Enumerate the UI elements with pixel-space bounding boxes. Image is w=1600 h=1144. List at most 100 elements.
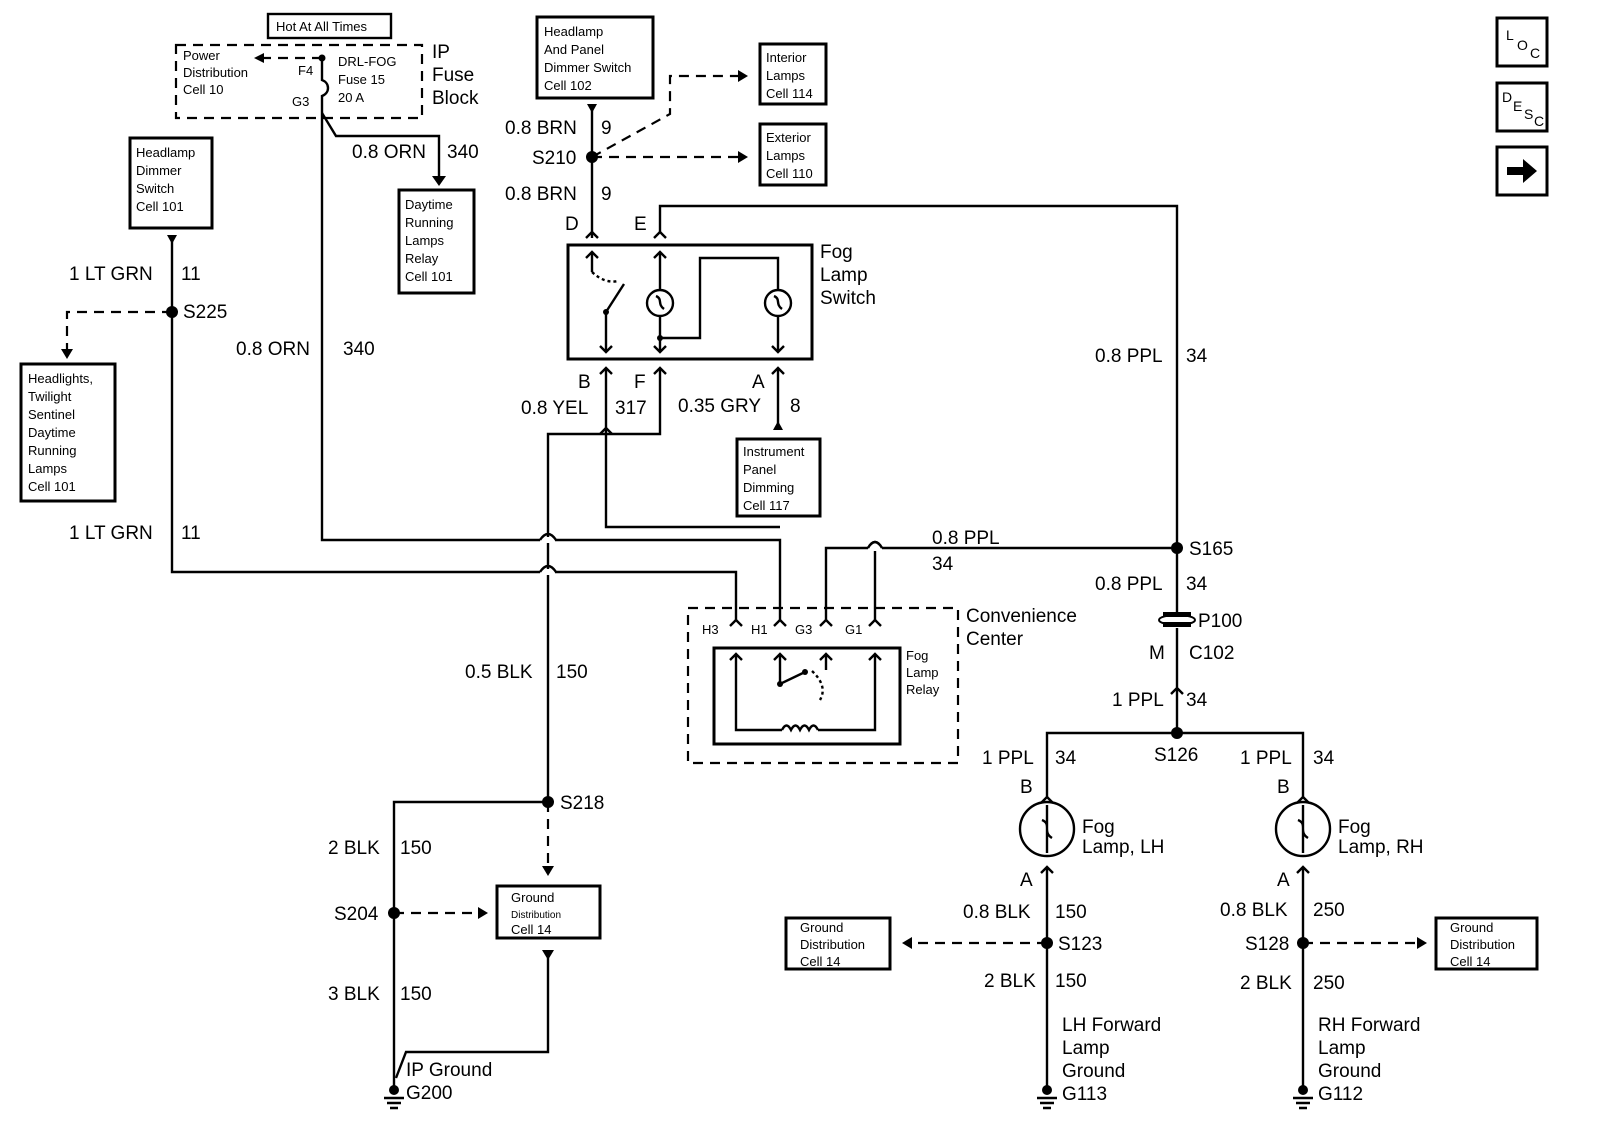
svg-text:34: 34 bbox=[1186, 346, 1208, 367]
svg-text:E: E bbox=[1513, 98, 1522, 114]
svg-text:Distribution: Distribution bbox=[800, 937, 865, 952]
ground-symbol-g112 bbox=[1293, 1085, 1313, 1110]
svg-text:And Panel: And Panel bbox=[544, 42, 604, 57]
svg-text:Distribution: Distribution bbox=[511, 910, 561, 921]
svg-text:Lamp: Lamp bbox=[906, 665, 939, 680]
svg-text:8: 8 bbox=[790, 396, 801, 417]
fog-switch-pin-f: F bbox=[634, 372, 646, 393]
fog-switch-pin-a: A bbox=[752, 372, 765, 393]
ip-fuse-block-label: IP Fuse Block bbox=[432, 42, 479, 109]
svg-text:150: 150 bbox=[556, 662, 588, 683]
svg-text:Fog: Fog bbox=[906, 648, 928, 663]
svg-text:11: 11 bbox=[181, 264, 201, 285]
drl-fog-fuse-label: DRL-FOG Fuse 15 20 A bbox=[338, 54, 397, 105]
svg-text:Dimmer Switch: Dimmer Switch bbox=[544, 60, 631, 75]
svg-text:Ground: Ground bbox=[1062, 1061, 1125, 1082]
fog-lamp-lh-bulb bbox=[1018, 800, 1076, 858]
svg-text:Daytime: Daytime bbox=[405, 197, 453, 212]
svg-text:Fuse 15: Fuse 15 bbox=[338, 72, 385, 87]
svg-text:Cell 14: Cell 14 bbox=[1450, 954, 1490, 969]
svg-text:20 A: 20 A bbox=[338, 90, 364, 105]
svg-text:Switch: Switch bbox=[820, 288, 876, 309]
rh-forward-lamp-ground-label: RH Forward Lamp Ground G112 bbox=[1318, 1015, 1420, 1105]
svg-text:Distribution: Distribution bbox=[1450, 937, 1515, 952]
svg-text:0.8 PPL: 0.8 PPL bbox=[1095, 346, 1163, 367]
svg-text:0.8 PPL: 0.8 PPL bbox=[1095, 574, 1163, 595]
svg-text:Cell 117: Cell 117 bbox=[743, 498, 790, 513]
svg-text:2 BLK: 2 BLK bbox=[984, 971, 1036, 992]
svg-text:IP Ground: IP Ground bbox=[406, 1060, 492, 1081]
svg-text:Switch: Switch bbox=[136, 181, 174, 196]
svg-text:0.8 ORN: 0.8 ORN bbox=[352, 142, 426, 163]
svg-text:O: O bbox=[1517, 37, 1528, 53]
svg-text:Ground: Ground bbox=[800, 920, 843, 935]
ip-ground-label: IP Ground G200 bbox=[406, 1060, 492, 1104]
svg-text:340: 340 bbox=[447, 142, 479, 163]
ground-distribution-center-ref: Ground Distribution Cell 14 bbox=[495, 884, 602, 940]
fog-lamp-lh-label: Fog Lamp, LH bbox=[1082, 817, 1164, 858]
next-page-button[interactable] bbox=[1495, 145, 1549, 197]
svg-text:1 LT GRN: 1 LT GRN bbox=[69, 264, 153, 285]
splice-s210: S210 bbox=[532, 148, 576, 169]
splice-s204: S204 bbox=[334, 904, 379, 925]
fog-lamp-rh-bulb bbox=[1274, 800, 1332, 858]
svg-text:Running: Running bbox=[28, 443, 76, 458]
svg-text:Instrument: Instrument bbox=[743, 444, 805, 459]
rh-lamp-pin-b: B bbox=[1277, 777, 1290, 798]
svg-text:RH Forward: RH Forward bbox=[1318, 1015, 1420, 1036]
fog-lamp-switch-label: Fog Lamp Switch bbox=[820, 242, 876, 309]
convenience-center-label: Convenience Center bbox=[966, 606, 1077, 650]
svg-text:Ground: Ground bbox=[1450, 920, 1493, 935]
svg-text:Distribution: Distribution bbox=[183, 65, 248, 80]
svg-text:G113: G113 bbox=[1062, 1084, 1107, 1105]
headlamp-panel-dimmer-switch-ref: Headlamp And Panel Dimmer Switch Cell 10… bbox=[535, 15, 655, 100]
splice-s165: S165 bbox=[1189, 539, 1233, 560]
svg-text:Cell 101: Cell 101 bbox=[405, 269, 453, 284]
svg-text:2 BLK: 2 BLK bbox=[1240, 973, 1292, 994]
ground-distribution-left-ref: Ground Distribution Cell 14 bbox=[784, 916, 892, 971]
svg-text:0.5 BLK: 0.5 BLK bbox=[465, 662, 533, 683]
svg-text:Lamps: Lamps bbox=[766, 68, 806, 83]
svg-text:34: 34 bbox=[1055, 748, 1077, 769]
power-distribution-ref: Power Distribution Cell 10 bbox=[183, 48, 248, 97]
svg-text:S: S bbox=[1524, 106, 1533, 122]
svg-text:Lamps: Lamps bbox=[28, 461, 68, 476]
loc-button[interactable]: L O C bbox=[1495, 16, 1549, 68]
splice-s126: S126 bbox=[1154, 745, 1198, 766]
fog-switch-pin-b: B bbox=[578, 372, 591, 393]
svg-text:250: 250 bbox=[1313, 900, 1345, 921]
exterior-lamps-ref: Exterior Lamps Cell 110 bbox=[758, 122, 828, 187]
rh-lamp-pin-a: A bbox=[1277, 870, 1290, 891]
fuse-pin-f4: F4 bbox=[298, 63, 313, 78]
svg-text:Fog: Fog bbox=[1338, 817, 1371, 838]
svg-text:G112: G112 bbox=[1318, 1084, 1363, 1105]
fuse-pin-g3: G3 bbox=[292, 94, 309, 109]
svg-text:Lamps: Lamps bbox=[766, 148, 806, 163]
relay-pin-g3: G3 bbox=[795, 622, 812, 637]
svg-text:Ground: Ground bbox=[511, 890, 554, 905]
svg-text:Lamp: Lamp bbox=[1318, 1038, 1366, 1059]
headlamp-dimmer-switch-ref: Headlamp Dimmer Switch Cell 101 bbox=[128, 136, 214, 230]
hot-at-all-times-label: Hot At All Times bbox=[266, 12, 393, 40]
svg-text:Lamps: Lamps bbox=[405, 233, 445, 248]
svg-text:Cell 102: Cell 102 bbox=[544, 78, 592, 93]
svg-text:Cell 14: Cell 14 bbox=[511, 922, 551, 937]
svg-text:Dimming: Dimming bbox=[743, 480, 794, 495]
fog-lamp-switch-body bbox=[566, 243, 814, 361]
svg-text:Exterior: Exterior bbox=[766, 130, 811, 145]
svg-text:D: D bbox=[1502, 89, 1512, 105]
svg-text:1 LT GRN: 1 LT GRN bbox=[69, 523, 153, 544]
svg-text:DRL-FOG: DRL-FOG bbox=[338, 54, 397, 69]
svg-text:Fuse: Fuse bbox=[432, 65, 474, 86]
svg-text:Headlamp: Headlamp bbox=[544, 24, 603, 39]
svg-text:Fog: Fog bbox=[1082, 817, 1115, 838]
svg-text:Cell 14: Cell 14 bbox=[800, 954, 840, 969]
ground-symbol-g113 bbox=[1037, 1085, 1057, 1110]
svg-text:0.8 BRN: 0.8 BRN bbox=[505, 118, 577, 139]
svg-text:Ground: Ground bbox=[1318, 1061, 1381, 1082]
svg-text:Center: Center bbox=[966, 629, 1024, 650]
svg-text:Twilight: Twilight bbox=[28, 389, 72, 404]
connector-c102-pin-m: M bbox=[1149, 643, 1165, 664]
svg-text:317: 317 bbox=[615, 398, 647, 419]
desc-button[interactable]: D E S C bbox=[1495, 81, 1549, 133]
